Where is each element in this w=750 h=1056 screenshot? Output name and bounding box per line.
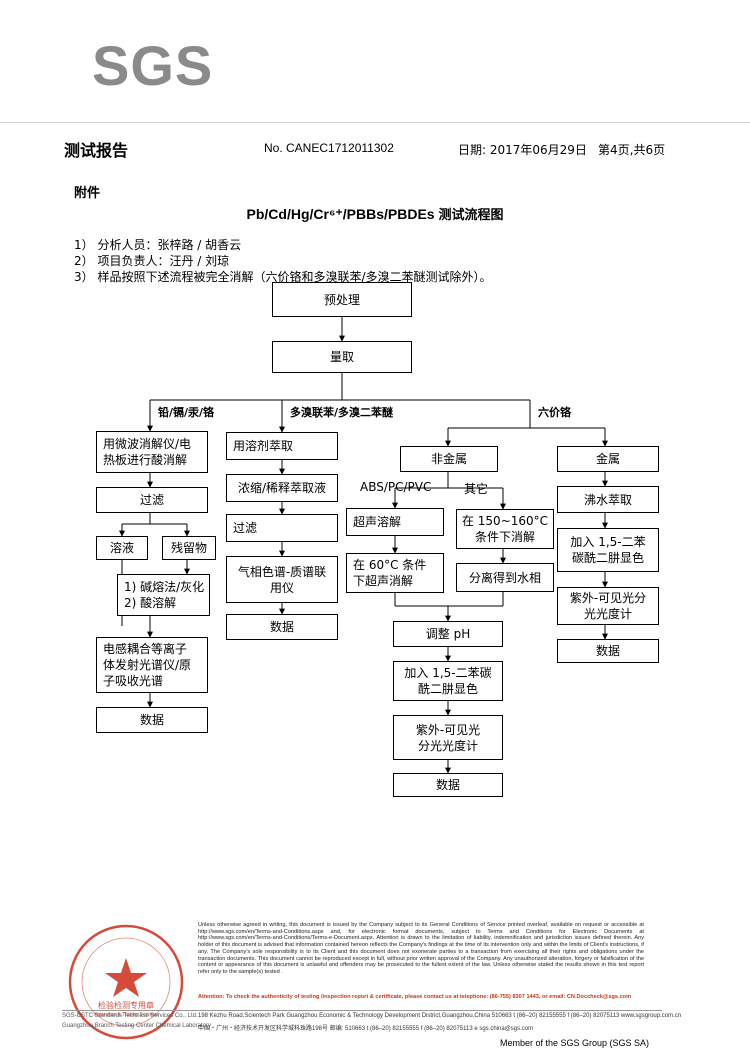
nonmetal-color-box: 加入 1,5-二苯碳 酰二肼显色 — [393, 661, 503, 701]
ultrasonic-dissolve-box: 超声溶解 — [346, 508, 444, 536]
metals-filter-box: 过滤 — [96, 487, 208, 513]
icp-aas-box: 电感耦合等离子 体发射光谱仪/原 子吸收光谱 — [96, 637, 208, 693]
note-project-lead: 2） 项目负责人：汪丹 / 刘琼 — [74, 254, 230, 268]
seal-text-en: Inspection & Testing Services — [93, 1012, 159, 1018]
pbb-filter-box: 过滤 — [226, 514, 338, 542]
report-number: No. CANEC1712011302 — [264, 141, 394, 155]
nonmetal-uv-vis-box: 紫外-可见光 分光光度计 — [393, 715, 503, 760]
concentrate-dilute-box: 浓缩/稀释萃取液 — [226, 474, 338, 502]
branch-label-metals: 铅/镉/汞/铬 — [158, 406, 215, 419]
metal-box: 金属 — [557, 446, 659, 472]
metals-data-box: 数据 — [96, 707, 208, 733]
flow-title-en: Pb/Cd/Hg/Cr⁶⁺/PBBs/PBDEs — [246, 206, 435, 222]
pbb-data-box: 数据 — [226, 614, 338, 640]
solution-box: 溶液 — [96, 536, 148, 560]
pretreatment-box: 预处理 — [272, 282, 412, 317]
residue-treatment-box: 1) 碱熔法/灰化 2) 酸溶解 — [117, 574, 210, 616]
lab-name-line1: SGS-CSTC Standards Technical Services Co… — [62, 1013, 198, 1019]
header-rule — [0, 122, 750, 123]
boiling-water-extraction-box: 沸水萃取 — [557, 486, 659, 513]
residue-box: 残留物 — [162, 536, 216, 560]
separate-aqueous-box: 分离得到水相 — [456, 563, 554, 592]
seal-text: 检验检测专用章 — [98, 1001, 154, 1010]
ultrasonic-60c-box: 在 60°C 条件 下超声消解 — [346, 553, 444, 593]
digest-150-160-box: 在 150~160°C 条件下消解 — [456, 509, 554, 549]
address-english: 198 Kezhu Road,Scientech Park Guangzhou … — [198, 1013, 682, 1019]
note-analysts: 1） 分析人员：张梓路 / 胡香云 — [74, 238, 242, 252]
terms-disclaimer: Unless otherwise agreed in writing, this… — [198, 922, 644, 975]
weighing-box: 量取 — [272, 341, 412, 373]
address-chinese: 中国・广州・经济技术开发区科学城科珠路198号 邮编: 510663 t (86… — [198, 1026, 534, 1032]
metal-uv-vis-box: 紫外-可见光分 光光度计 — [557, 587, 659, 625]
inspection-seal: 检验检测专用章 Inspection & Testing Services — [66, 922, 186, 1042]
solvent-extraction-box: 用溶剂萃取 — [226, 432, 338, 460]
report-date: 日期: 2017年06月29日 — [458, 143, 587, 157]
branch-label-pbb-pbde: 多溴联苯/多溴二苯醚 — [290, 406, 394, 419]
flow-title-cn: 测试流程图 — [438, 208, 504, 223]
adjust-ph-box: 调整 pH — [393, 621, 503, 647]
flow-title: Pb/Cd/Hg/Cr⁶⁺/PBBs/PBDEs 测试流程图 — [0, 204, 750, 223]
page-indicator: 第4页,共6页 — [598, 143, 666, 157]
other-label: 其它 — [464, 482, 489, 496]
acid-digestion-box: 用微波消解仪/电 热板进行酸消解 — [96, 431, 208, 473]
report-title: 测试报告 — [64, 141, 129, 160]
nonmetal-box: 非金属 — [400, 446, 498, 472]
note-digestion: 3） 样品按照下述流程被完全消解（六价铬和多溴联苯/多溴二苯醚测试除外）。 — [74, 270, 492, 284]
abs-pc-pvc-label: ABS/PC/PVC — [360, 480, 432, 494]
nonmetal-data-box: 数据 — [393, 773, 503, 797]
metal-color-box: 加入 1,5-二苯 碳酰二肼显色 — [557, 528, 659, 572]
metal-data-box: 数据 — [557, 639, 659, 663]
gcms-box: 气相色谱-质谱联 用仪 — [226, 556, 338, 603]
sgs-logo: SGS — [92, 34, 214, 97]
sgs-group-membership: Member of the SGS Group (SGS SA) — [500, 1038, 650, 1048]
footer-rule — [62, 1010, 662, 1011]
lab-name-line2: Guangzhou Branch Testing Center Chemical… — [62, 1023, 211, 1029]
branch-label-cr6: 六价铬 — [538, 406, 571, 419]
annex-heading: 附件 — [74, 186, 101, 201]
authenticity-notice: Attention: To check the authenticity of … — [198, 994, 632, 1000]
